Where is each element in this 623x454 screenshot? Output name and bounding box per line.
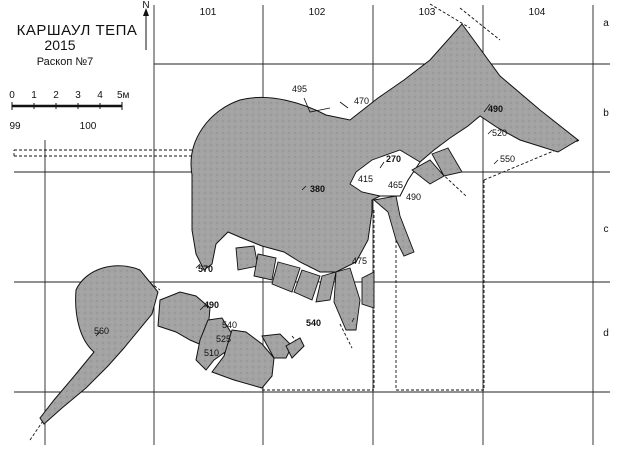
scale-unit-label: 5м [117, 90, 130, 101]
scale-tick-3: 3 [75, 90, 81, 101]
elev-470: 470 [354, 96, 369, 106]
elev-475: 475 [352, 256, 367, 266]
elev-540-b: 540 [306, 318, 321, 328]
scale-bar [11, 102, 123, 110]
grid-column-101: 101 [199, 7, 217, 18]
grid-row-b: b [603, 108, 609, 119]
arc-wall [235, 245, 375, 331]
structure-main [190, 23, 579, 273]
elev-495: 495 [292, 84, 307, 94]
grid-row-a: a [603, 18, 609, 29]
elev-570: 570 [198, 264, 213, 274]
elev-550: 550 [500, 154, 515, 164]
elev-490-c: 490 [204, 300, 219, 310]
scale-tick-2: 2 [53, 90, 59, 101]
north-arrow [143, 8, 149, 50]
elev-540-a: 540 [222, 320, 237, 330]
north-label: N [142, 0, 150, 11]
elevation-markers [95, 97, 499, 337]
grid-row-d: d [603, 328, 609, 339]
elev-560: 560 [94, 326, 109, 336]
elev-490-a: 490 [488, 104, 503, 114]
structure-wedge [372, 195, 415, 257]
grid-column-100: 100 [79, 121, 97, 132]
map-year: 2015 [44, 37, 76, 53]
structure-103-strip [411, 147, 463, 185]
scale-tick-1: 1 [31, 90, 37, 101]
structure-cut [349, 149, 421, 197]
map-title: КАРШАУЛ ТЕПА [16, 22, 138, 39]
structure-west [39, 265, 159, 425]
grid-column-102: 102 [308, 7, 326, 18]
elev-490-b: 490 [406, 192, 421, 202]
elev-380: 380 [310, 184, 325, 194]
grid-row-c: c [603, 224, 609, 235]
elev-465: 465 [388, 180, 403, 190]
grid-column-99: 99 [9, 121, 21, 132]
elev-415: 415 [358, 174, 373, 184]
elev-270: 270 [386, 154, 401, 164]
scale-tick-0: 0 [9, 90, 15, 101]
structure-south [157, 291, 305, 389]
excavation-number: Раскоп №7 [36, 56, 94, 68]
scale-tick-4: 4 [97, 90, 103, 101]
elev-520: 520 [492, 128, 507, 138]
elevation-labels: 495 470 490 520 550 270 380 415 465 490 … [94, 84, 515, 358]
grid-column-104: 104 [528, 7, 546, 18]
grid-column-103: 103 [418, 7, 436, 18]
elev-525: 525 [216, 334, 231, 344]
elev-510: 510 [204, 348, 219, 358]
